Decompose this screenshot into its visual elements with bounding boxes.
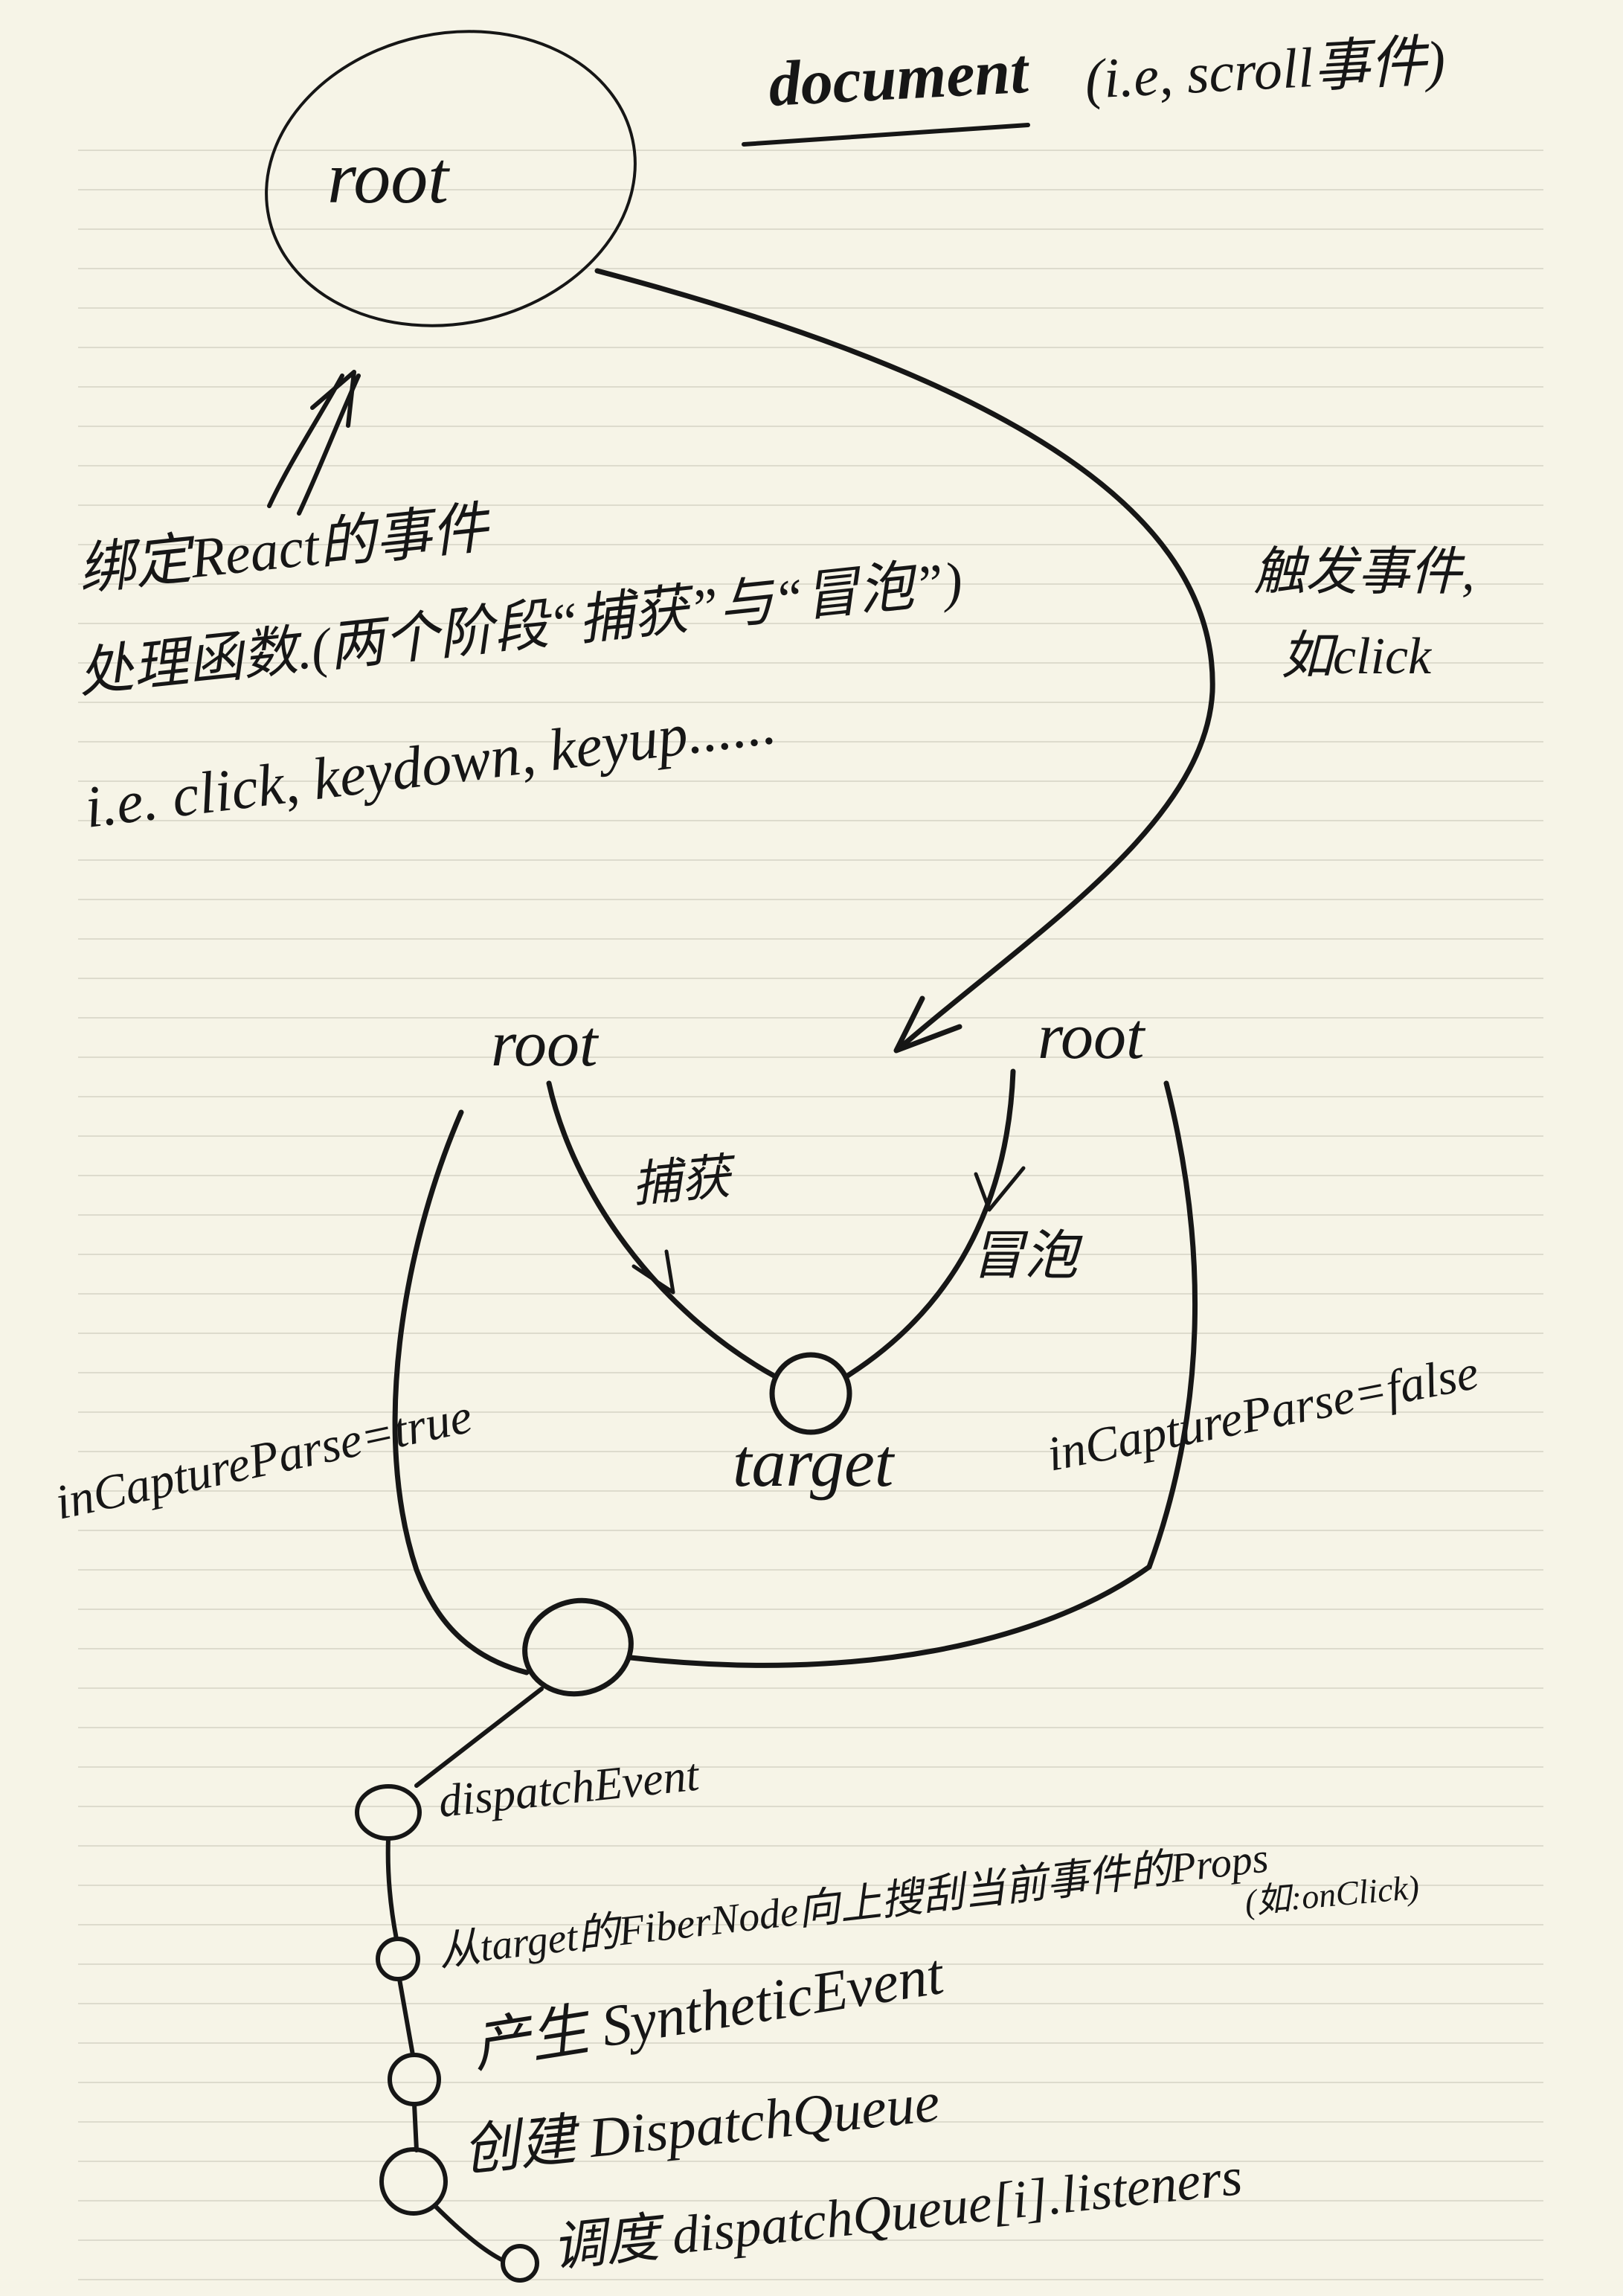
bubble-path xyxy=(843,1068,1016,1379)
dispatch-root-node xyxy=(522,1597,634,1697)
target-label: target xyxy=(733,1425,896,1501)
step-node-5 xyxy=(501,2244,539,2283)
bubble-arrow-head xyxy=(974,1166,1026,1212)
chain-link-0 xyxy=(414,1687,544,1788)
target-node xyxy=(769,1352,852,1435)
document-label: document xyxy=(767,35,1032,120)
step-label-5: 调度 dispatchQueue[i].listeners xyxy=(549,2146,1244,2278)
chain-link-1 xyxy=(385,1836,399,1941)
bubble-label: 冒泡 xyxy=(971,1226,1083,1286)
chain-link-2 xyxy=(397,1977,415,2057)
step-node-1 xyxy=(355,1784,422,1841)
bind-up-arrow xyxy=(267,370,361,516)
document-note: (i.e, scroll事件) xyxy=(1083,30,1446,111)
chain-link-4 xyxy=(433,2204,505,2263)
capture-arrow-head xyxy=(631,1249,675,1295)
document-underline xyxy=(742,123,1030,147)
chain-link-3 xyxy=(412,2102,419,2152)
ruled-lines xyxy=(78,112,1543,2296)
step-label-1: dispatchEvent xyxy=(436,1749,702,1827)
bind-arrow-head xyxy=(310,370,356,428)
bind-note-line-3: i.e. click, keydown, keyup...... xyxy=(81,691,780,841)
trigger-note-line-2: 如click xyxy=(1281,628,1433,685)
step-node-3 xyxy=(388,2053,441,2106)
trigger-arrow-head xyxy=(893,995,962,1054)
bind-note-line-1: 绑定React的事件 xyxy=(75,496,495,602)
step-node-4 xyxy=(379,2147,448,2216)
root-ellipse xyxy=(265,30,637,327)
capture-flag-label: inCaptureParse=true xyxy=(51,1389,477,1530)
root-label-left: root xyxy=(491,1008,600,1080)
step-label-4: 创建 DispatchQueue xyxy=(460,2071,942,2183)
trigger-curve-arrow xyxy=(594,268,1215,1052)
root-label-top: root xyxy=(327,136,450,219)
trigger-note-line-1: 触发事件, xyxy=(1253,544,1475,601)
outer-bottom-curve xyxy=(628,1564,1152,1668)
step-node-2 xyxy=(376,1937,420,1981)
outer-bubble-branch xyxy=(1146,1080,1198,1570)
capture-path xyxy=(546,1080,778,1379)
capture-label: 捕获 xyxy=(630,1149,739,1213)
bubble-flag-label: inCaptureParse=false xyxy=(1043,1345,1483,1482)
outer-capture-branch xyxy=(392,1109,530,1675)
root-label-right: root xyxy=(1038,1001,1146,1073)
